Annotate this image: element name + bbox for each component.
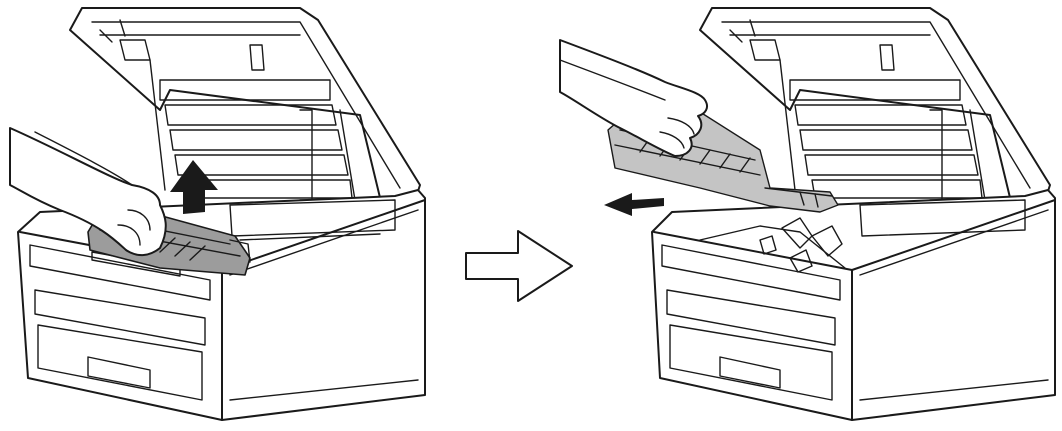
- step-1-printer: [9, 7, 426, 421]
- left-arrow-icon: [604, 193, 664, 216]
- printer-body: [17, 189, 426, 421]
- up-arrow-icon: [170, 160, 218, 214]
- printer-body-2: [651, 189, 1056, 421]
- outlined-right-arrow-icon: [465, 230, 573, 302]
- step-1-hand: [9, 127, 167, 256]
- step-2-printer: [559, 7, 1056, 421]
- step-2-hand: [559, 39, 708, 157]
